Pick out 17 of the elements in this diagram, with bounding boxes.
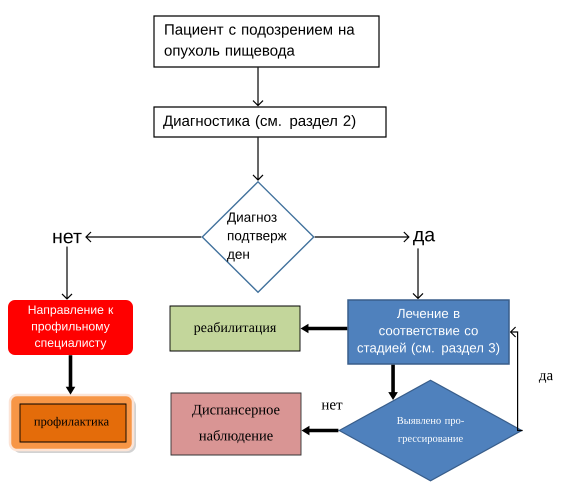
arrow <box>62 246 72 300</box>
arrow <box>510 326 523 432</box>
arrow <box>314 232 410 242</box>
process-box: Направление к профильному специалисту <box>8 300 133 355</box>
process-box: Диагностика (см. раздел 2) <box>153 106 387 138</box>
arrow <box>252 68 264 106</box>
process-box: Лечение в соответствие со стадией (см. раздел 3) <box>347 299 510 365</box>
process-box: профилактика <box>8 394 136 453</box>
arrow <box>85 232 202 242</box>
arrow <box>252 138 264 181</box>
edge-label: да <box>538 372 554 384</box>
process-box: Диспансерное наблюдение <box>170 392 302 456</box>
process-box: реабилитация <box>170 306 300 352</box>
arrow <box>412 248 424 300</box>
process-box: Пациент с подозрением на опухоль пищевода <box>153 15 380 68</box>
branch-label: нет <box>53 232 82 244</box>
branch-label: да <box>413 230 436 246</box>
